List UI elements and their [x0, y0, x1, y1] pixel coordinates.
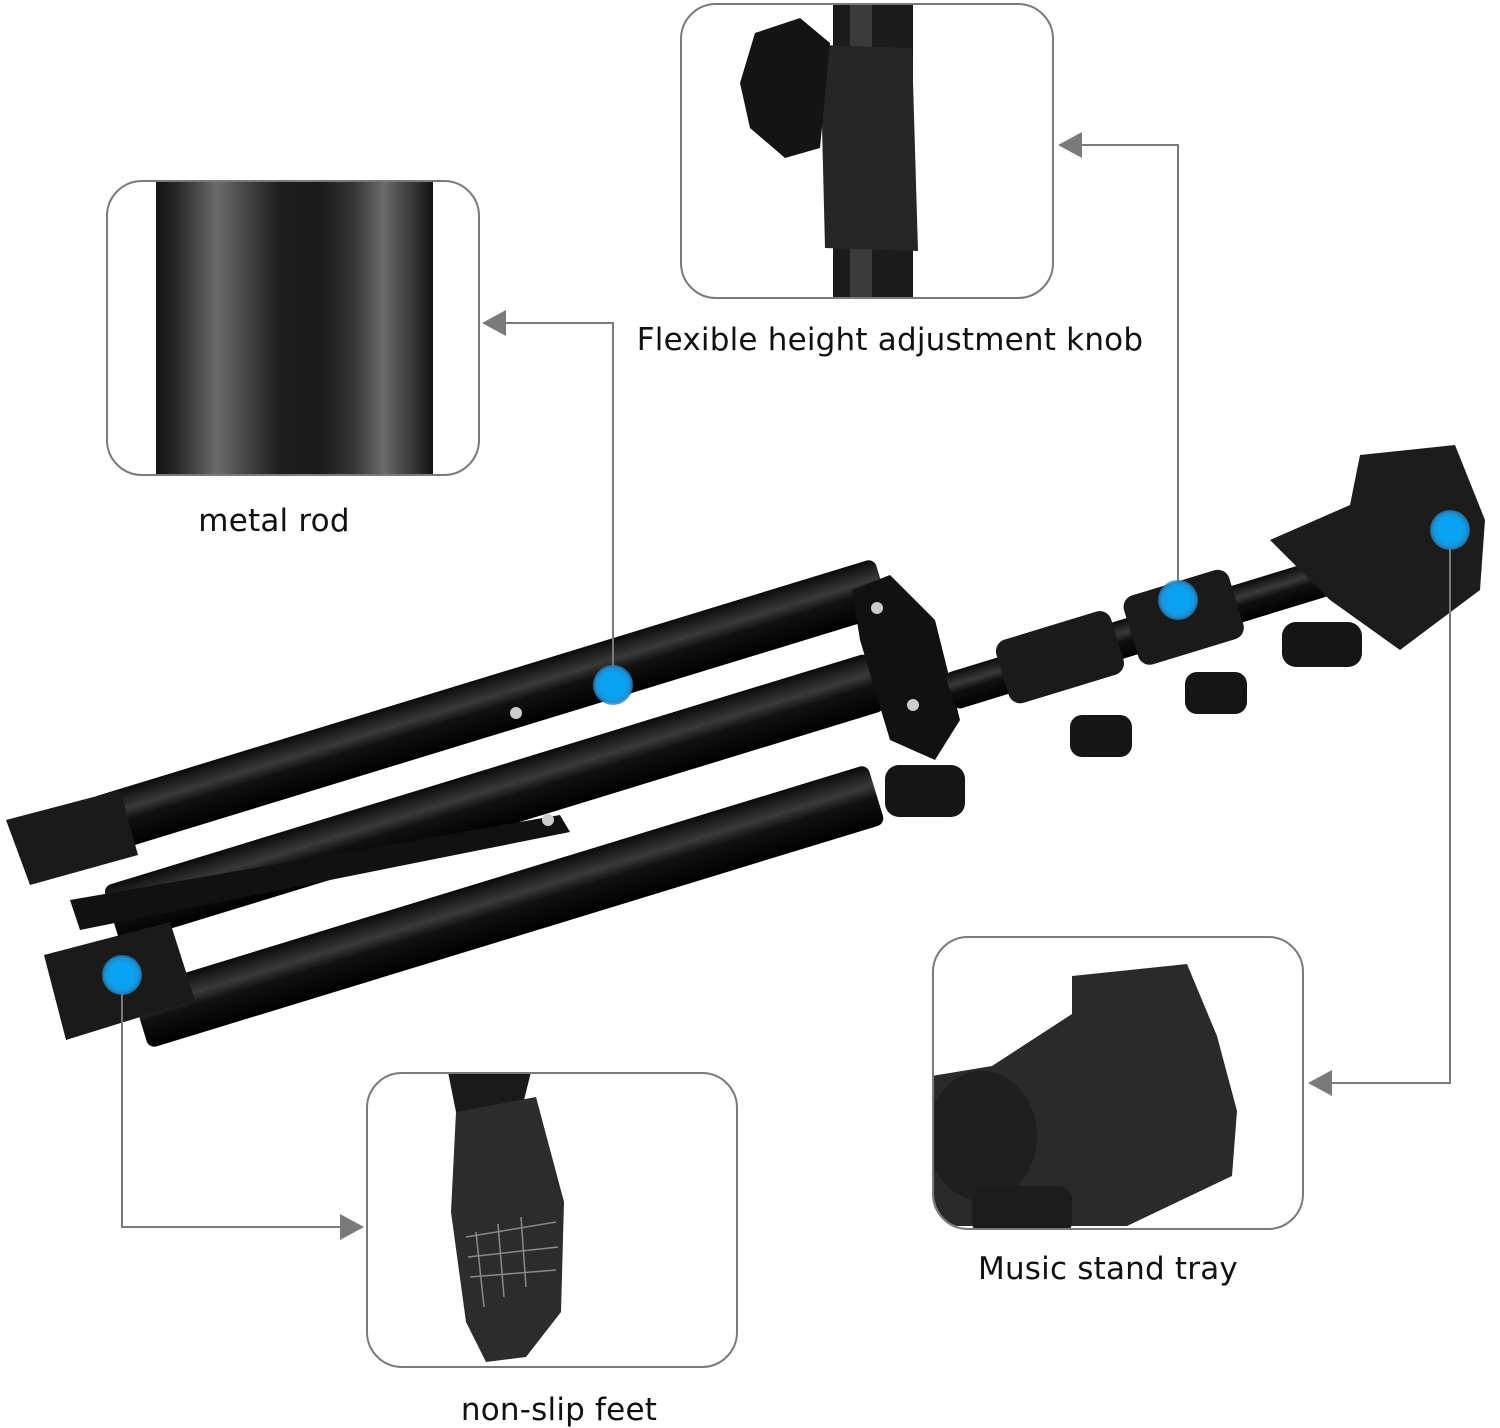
feet-hotspot-dot — [102, 955, 142, 995]
height-knob-caption: Flexible height adjustment knob — [636, 322, 1144, 358]
metal-rod-hotspot-dot — [593, 665, 633, 705]
tray-callout-box — [932, 936, 1304, 1230]
metal-rod-caption: metal rod — [198, 503, 350, 539]
metal-rod-connector-horizontal — [500, 322, 614, 324]
lower-leg — [132, 766, 884, 1047]
tray-closeup — [934, 964, 1237, 1228]
height-knob-callout-box — [680, 3, 1054, 299]
feet-arrow-icon — [340, 1214, 364, 1240]
metal-rod-arrow-icon — [482, 310, 506, 336]
feet-connector-horizontal — [121, 1226, 343, 1228]
tray-connector-vertical — [1449, 530, 1451, 1084]
height-knob-connector-vertical — [1177, 145, 1179, 600]
metal-rod-connector-vertical — [612, 323, 614, 685]
metal-rod-closeup — [156, 182, 433, 474]
tray-caption: Music stand tray — [978, 1251, 1238, 1287]
upper-leg — [91, 560, 890, 852]
feet-callout-box — [366, 1072, 738, 1368]
tray-connector-horizontal — [1325, 1082, 1451, 1084]
height-knob-closeup — [740, 5, 918, 297]
tray-arrow-icon — [1308, 1070, 1332, 1096]
non-slip-feet-closeup — [448, 1074, 564, 1362]
height-knob-arrow-icon — [1058, 132, 1082, 158]
height-knob-hotspot-dot — [1158, 580, 1198, 620]
tray-hotspot-dot — [1430, 510, 1470, 550]
feet-caption: non-slip feet — [460, 1392, 658, 1428]
feet-connector-vertical — [121, 975, 123, 1228]
height-knob-connector-horizontal — [1076, 144, 1179, 146]
metal-rod-callout-box — [106, 180, 480, 476]
